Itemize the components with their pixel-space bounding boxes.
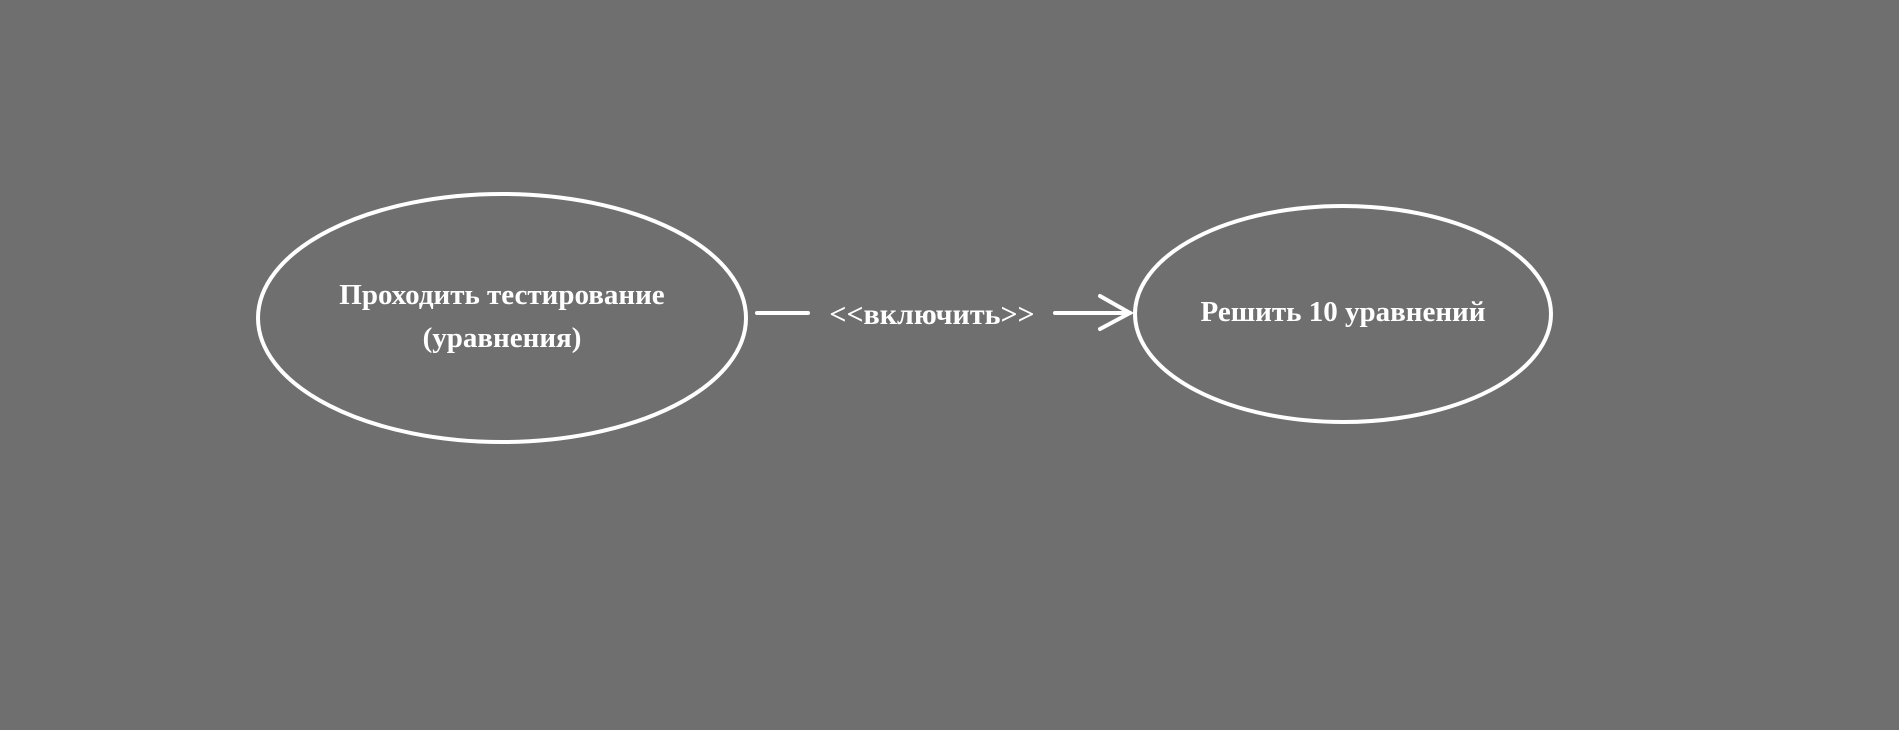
use-case-testing-label-line2: (уравнения) bbox=[423, 322, 582, 354]
use-case-testing-ellipse bbox=[256, 192, 748, 444]
use-case-solve-equations: Решить 10 уравнений bbox=[1133, 204, 1553, 424]
use-case-testing-label-line1: Проходить тестирование bbox=[339, 279, 665, 311]
use-case-solve-equations-ellipse bbox=[1133, 204, 1553, 424]
include-relationship: <<включить>> bbox=[755, 294, 1135, 331]
use-case-solve-equations-label: Решить 10 уравнений bbox=[1201, 296, 1486, 328]
include-stereotype-label: <<включить>> bbox=[829, 298, 1034, 331]
include-arrowhead-icon bbox=[1098, 294, 1135, 331]
use-case-testing: Проходить тестирование (уравнения) bbox=[256, 192, 748, 444]
